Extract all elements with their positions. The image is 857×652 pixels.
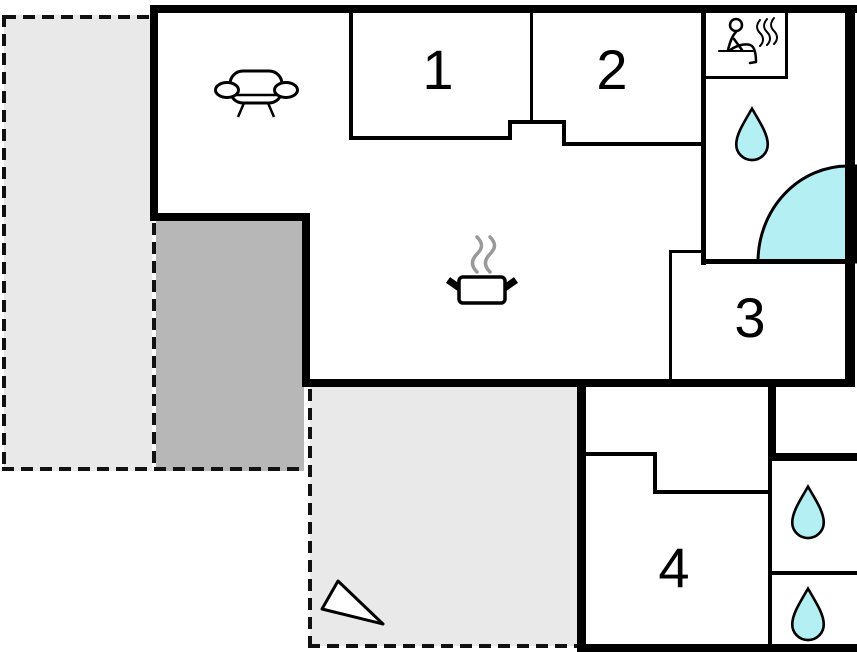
sauna-person-back xyxy=(726,30,738,52)
sauna-person-leg xyxy=(728,43,758,65)
wall-bathroom-left xyxy=(701,8,706,265)
water-drop-icon xyxy=(790,586,826,642)
wall-room3-left xyxy=(669,250,672,382)
direction-triangle-icon xyxy=(320,579,385,626)
sauna-person-icon xyxy=(718,17,778,65)
wall-room2-bottom xyxy=(562,142,705,146)
wall-entry-vertical xyxy=(768,379,776,459)
wall-setback-horizontal xyxy=(150,213,310,221)
pot-steam-line xyxy=(470,235,484,274)
wall-droprooms-top xyxy=(768,453,857,461)
cooking-pot-icon xyxy=(446,235,518,305)
pot-body xyxy=(457,275,507,305)
sauna-person-arm xyxy=(732,37,744,52)
wall-room1-room2-divider xyxy=(530,8,533,122)
sofa-icon xyxy=(214,69,299,118)
sauna-steam-line xyxy=(763,18,771,46)
water-drop-icon xyxy=(734,106,770,162)
wall-room4-right xyxy=(768,459,772,649)
wall-droprooms-divider xyxy=(772,571,857,575)
wall-room4-left xyxy=(577,379,586,652)
water-drops xyxy=(734,106,826,642)
water-drop-icon xyxy=(790,484,826,540)
wall-left-mid xyxy=(302,213,310,387)
wall-room4-step-top xyxy=(585,452,657,456)
sofa-leg-left xyxy=(236,102,246,118)
wall-notch-right xyxy=(562,120,566,146)
wall-bottom xyxy=(577,644,857,652)
pot-steam-line xyxy=(483,235,497,274)
wall-top xyxy=(150,5,857,13)
sauna-steam-line xyxy=(770,17,778,45)
wall-notch-left xyxy=(508,120,512,140)
wall-right-upper xyxy=(845,5,855,387)
terrace-left-fill xyxy=(4,15,152,471)
wall-room1-left xyxy=(349,8,353,140)
sofa-armrest-right xyxy=(273,81,299,99)
wall-bathroom-bottom xyxy=(701,259,853,264)
sauna-person-head xyxy=(728,17,744,33)
sauna-steam xyxy=(756,17,778,47)
wall-room4-step-lower xyxy=(653,490,772,494)
terrace-back-area xyxy=(156,221,304,471)
wall-sauna-bottom xyxy=(701,76,788,79)
wall-room1-bottom xyxy=(349,136,512,140)
room-1-label: 1 xyxy=(422,38,453,101)
terrace-back-fill xyxy=(156,221,304,471)
terrace-left-area xyxy=(4,15,152,471)
wall-sauna-right xyxy=(785,8,788,79)
corner-bathtub-icon xyxy=(756,164,857,264)
wall-room3-top xyxy=(669,250,705,253)
room-4-label: 4 xyxy=(658,536,689,599)
room-3-label: 3 xyxy=(734,286,765,349)
sofa-leg-right xyxy=(266,102,276,118)
wall-notch-top xyxy=(508,120,566,124)
pot-steam xyxy=(470,235,497,274)
wall-left-upper xyxy=(150,5,158,221)
terrace-dashed-borders xyxy=(2,15,577,648)
wall-room4-step-vertical xyxy=(653,452,657,494)
sofa-armrest-left xyxy=(214,81,240,99)
walls xyxy=(150,5,857,652)
room-labels: 1 2 3 4 xyxy=(422,38,765,599)
room-2-label: 2 xyxy=(596,38,627,101)
sauna-steam-line xyxy=(756,19,764,47)
